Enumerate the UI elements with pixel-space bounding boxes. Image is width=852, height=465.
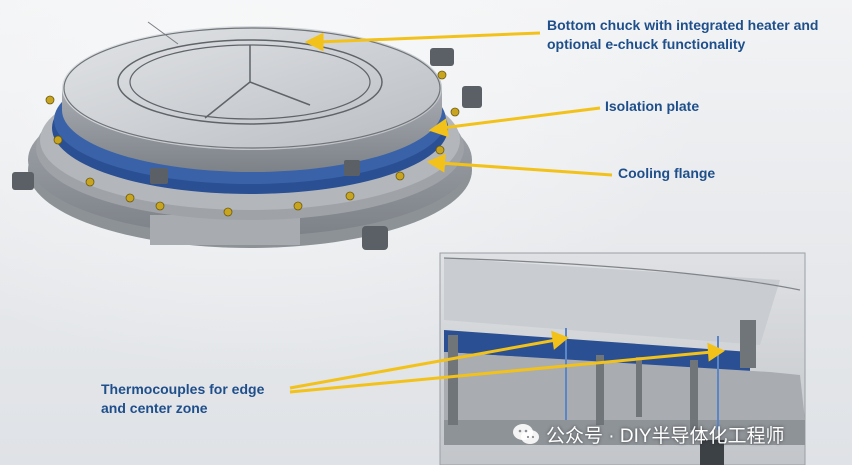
arrow-head-chuck bbox=[304, 32, 324, 52]
label-isolation-plate: Isolation plate bbox=[605, 98, 700, 114]
watermark: 公众号 · DIY半导体化工程师 bbox=[512, 420, 785, 448]
inner-ring-outer bbox=[117, 39, 383, 125]
inset-fitting bbox=[700, 440, 724, 465]
label-cooling-flange: Cooling flange bbox=[618, 165, 716, 181]
inset-posts bbox=[448, 320, 756, 430]
inset-isolation bbox=[444, 330, 750, 372]
callout-arrows bbox=[289, 31, 726, 394]
arrow-head-thermo-edge bbox=[551, 330, 569, 350]
label-thermocouples: Thermocouples for edge and center zone bbox=[101, 381, 265, 416]
arrow-head-isolation bbox=[428, 118, 449, 138]
arrow-head-cooling bbox=[426, 153, 446, 173]
cross-section-inset bbox=[439, 252, 806, 465]
chuck-top bbox=[62, 26, 442, 150]
zone-dividers bbox=[204, 45, 311, 119]
side-fittings bbox=[12, 48, 482, 250]
flange-bolts bbox=[45, 70, 460, 217]
inset-chuck bbox=[444, 258, 780, 345]
arrow-head-thermo-center bbox=[707, 342, 726, 362]
chuck-assembly bbox=[12, 21, 482, 250]
label-bottom-chuck: Bottom chuck with integrated heater and … bbox=[547, 17, 819, 52]
base-block bbox=[150, 215, 300, 245]
wechat-icon bbox=[513, 424, 539, 444]
watermark-text: 公众号 · DIY半导体化工程师 bbox=[546, 425, 785, 447]
